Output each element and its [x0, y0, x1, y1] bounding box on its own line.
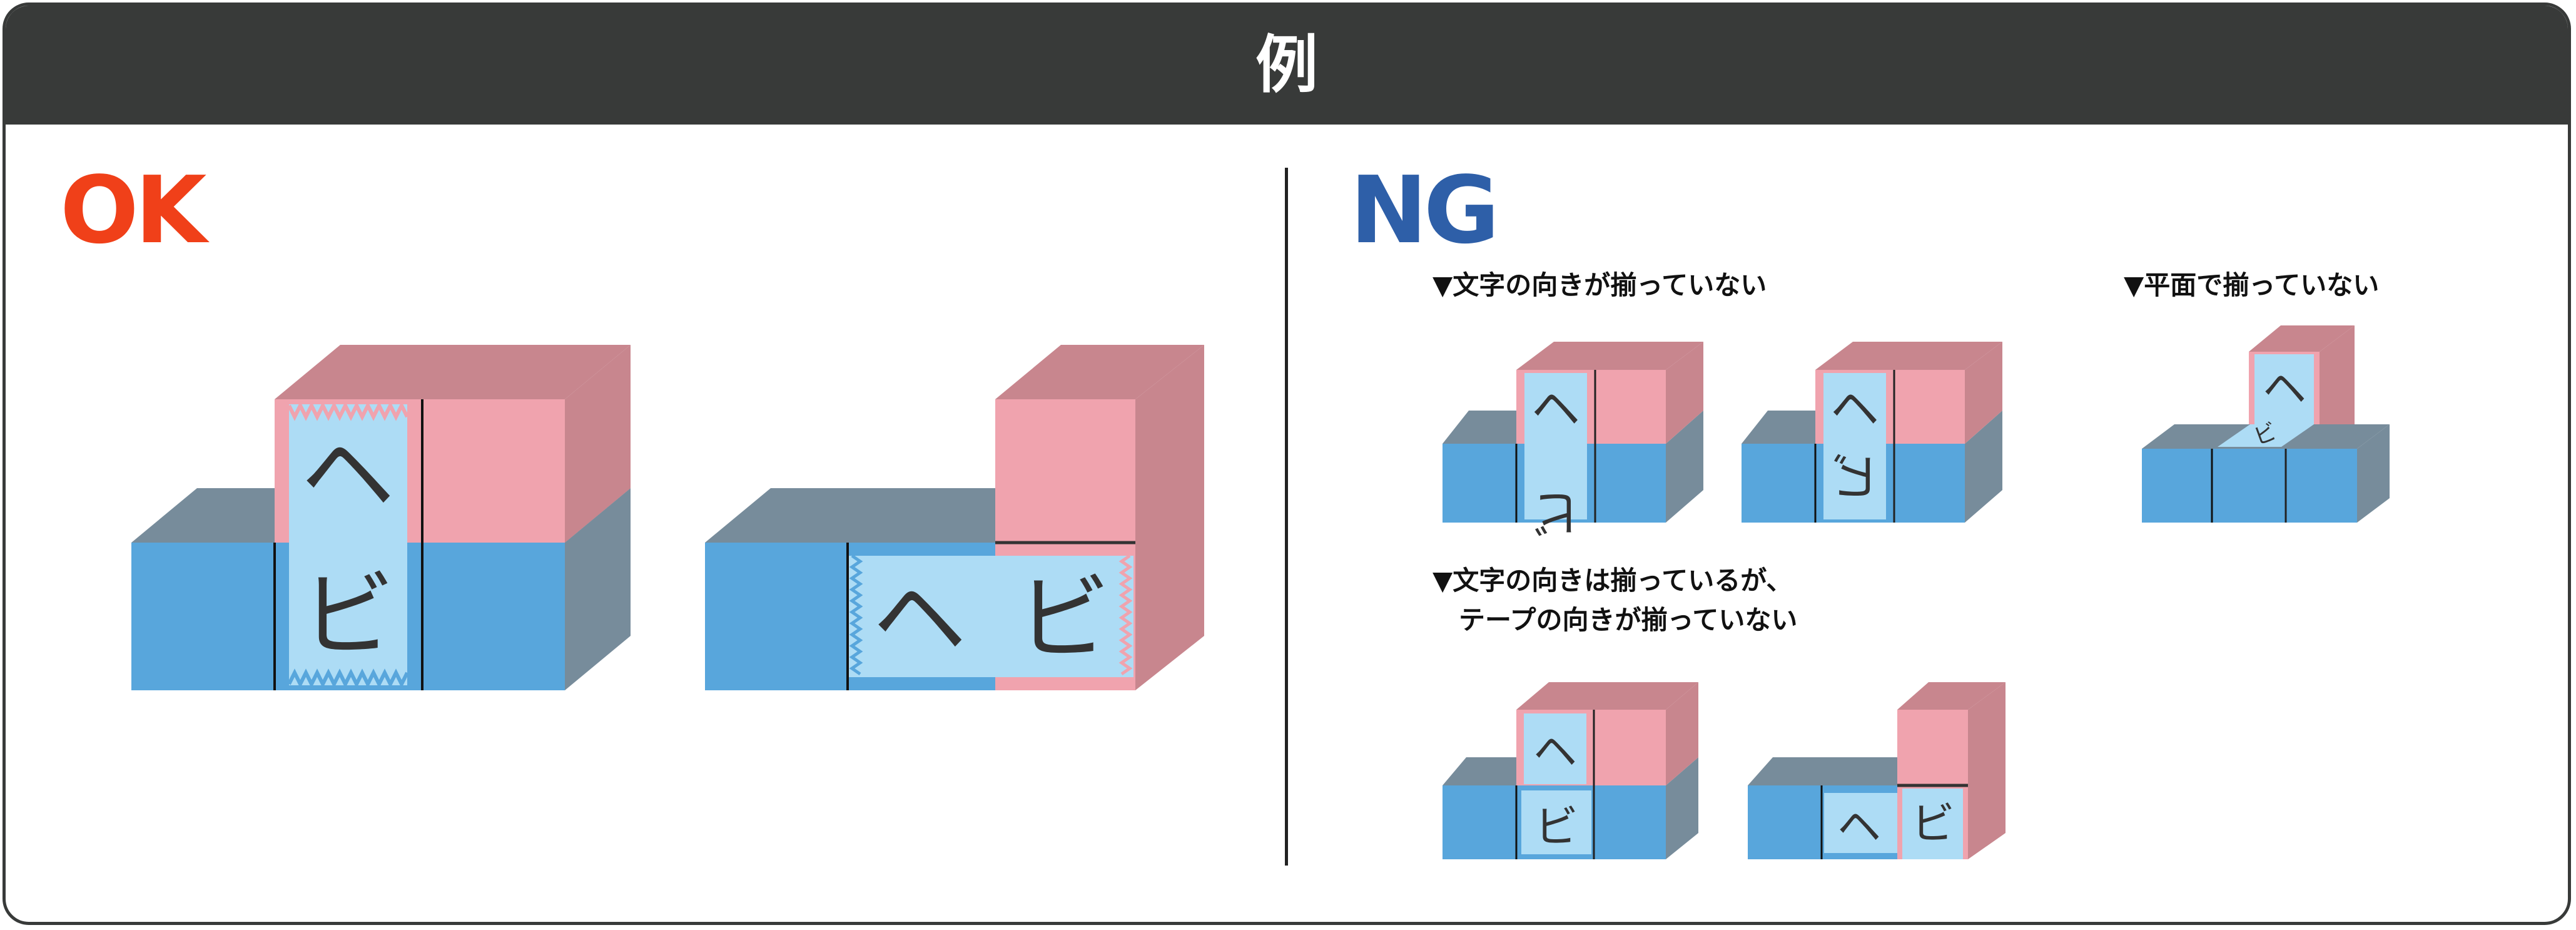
ok-label: OK	[60, 156, 206, 264]
glyph-bi-rotated: ビ	[1531, 484, 1580, 540]
glyph-he: ヘ	[873, 565, 966, 673]
caption-not-flat: ▼平面で揃っていない	[2124, 270, 2380, 300]
glyph-bi: ビ	[1534, 801, 1578, 852]
glyph-bi: ビ	[301, 561, 395, 670]
ng-example-3: ヘ ビ	[2142, 325, 2390, 523]
glyph-bi: ビ	[1017, 565, 1110, 673]
ng-label: NG	[1350, 156, 1499, 264]
glyph-he: ヘ	[1531, 381, 1580, 437]
glyph-he: ヘ	[1837, 801, 1881, 852]
caption-tape-direction-2: テープの向きが揃っていない	[1433, 605, 1798, 635]
header-bar: 例	[6, 6, 2568, 125]
ok-example-2: ヘ ビ	[705, 345, 1204, 690]
caption-tape-direction-1: ▼文字の向きは揃っているが、	[1433, 565, 1793, 596]
glyph-he: ヘ	[2263, 363, 2306, 414]
caption-char-direction: ▼文字の向きが揃っていない	[1433, 270, 1767, 300]
ok-example-1: ヘ ビ	[131, 345, 631, 690]
ng-example-5: ヘ ビ	[1748, 682, 2006, 859]
header-title: 例	[1255, 28, 1318, 101]
glyph-he: ヘ	[301, 421, 395, 529]
glyph-he: ヘ	[1830, 381, 1879, 437]
ng-example-1: ヘ ビ	[1443, 342, 1703, 540]
ng-example-4: ヘ ビ	[1443, 682, 1698, 859]
ng-example-2: ヘ ビ	[1742, 342, 2002, 523]
glyph-bi: ビ	[1911, 798, 1955, 849]
glyph-bi-mirrored: ビ	[1830, 450, 1879, 506]
glyph-he: ヘ	[1533, 726, 1577, 777]
section-divider	[1285, 168, 1288, 866]
